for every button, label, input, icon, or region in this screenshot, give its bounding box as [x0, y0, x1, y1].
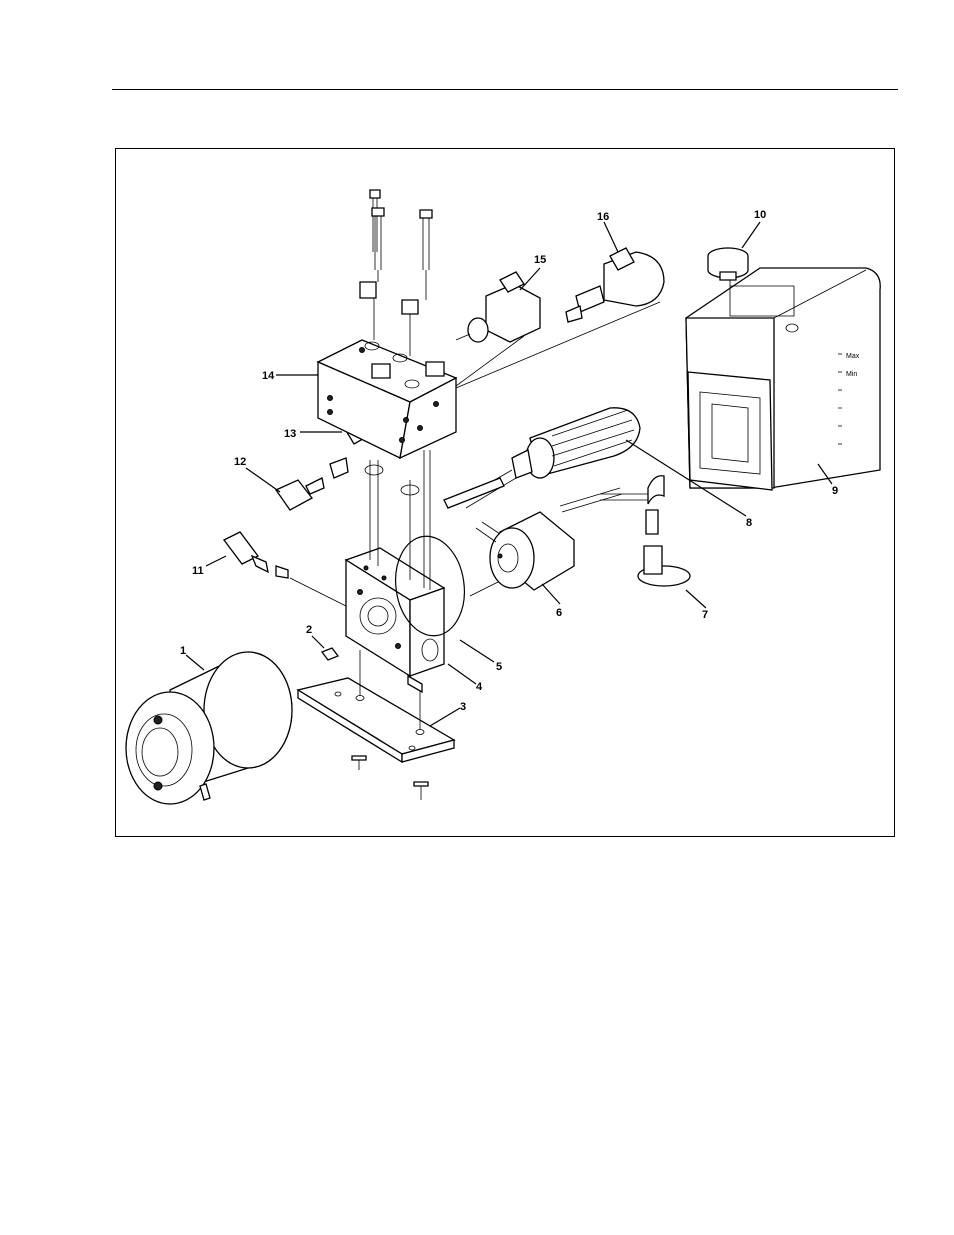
- callout-12: 12: [234, 456, 246, 468]
- callout-6: 6: [556, 607, 562, 619]
- callout-11: 11: [192, 565, 204, 577]
- callout-2: 2: [306, 624, 312, 636]
- callout-3: 3: [460, 701, 466, 713]
- callout-10: 10: [754, 209, 766, 221]
- key-part-2: [322, 648, 338, 660]
- callout-7: 7: [702, 609, 708, 621]
- callout-15: 15: [534, 254, 546, 266]
- return-filter-part-8: [444, 408, 640, 508]
- reservoir-part-9: Max Min: [686, 268, 880, 490]
- reservoir-max-mark: Max: [846, 353, 860, 360]
- callout-4: 4: [476, 681, 483, 693]
- callout-9: 9: [832, 485, 838, 497]
- gear-pump-part-6: [470, 512, 574, 596]
- manifold-block-part-14: [318, 190, 456, 590]
- check-valve-part-11: [224, 532, 346, 606]
- callout-14: 14: [262, 370, 275, 382]
- callout-8: 8: [746, 517, 752, 529]
- callout-5: 5: [496, 661, 502, 673]
- suction-filter-part-7: [560, 476, 690, 586]
- breather-cap-part-10: [708, 248, 748, 280]
- motor-part-1: [126, 652, 292, 804]
- callout-16: 16: [597, 211, 609, 223]
- relief-valve-part-12: [276, 458, 348, 510]
- reservoir-min-mark: Min: [846, 371, 857, 378]
- callout-13: 13: [284, 428, 296, 440]
- pump-body-part-4: [346, 548, 444, 692]
- callout-1: 1: [180, 645, 186, 657]
- solenoid-valve-part-15: [456, 272, 540, 386]
